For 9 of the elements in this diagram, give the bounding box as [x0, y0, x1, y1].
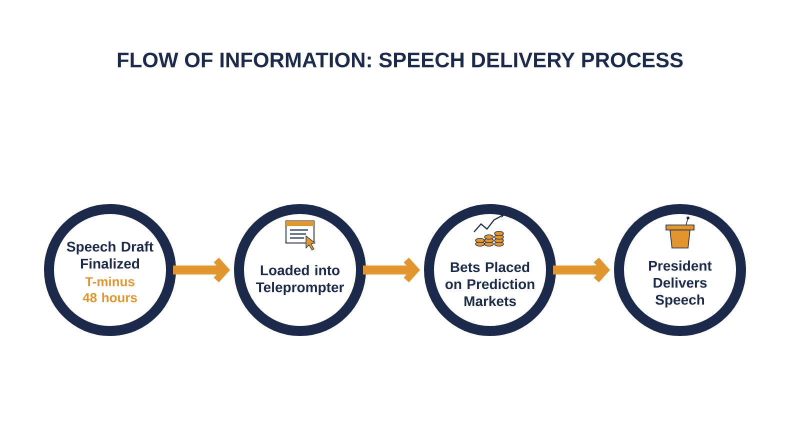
arrow — [553, 258, 610, 282]
node-label: Speech Draft Finalized — [66, 241, 154, 269]
title: FLOW OF INFORMATION: SPEECH DELIVERY PROCESS — [118, 52, 683, 68]
arrow — [363, 258, 420, 282]
time-label: T-minus 48 hours — [82, 276, 137, 302]
node-label: President Delivers Speech — [649, 260, 712, 308]
node-label: Bets Placed on Prediction Markets — [445, 262, 534, 306]
node-label: Loaded into Teleprompter — [256, 264, 344, 296]
arrow — [173, 258, 230, 282]
